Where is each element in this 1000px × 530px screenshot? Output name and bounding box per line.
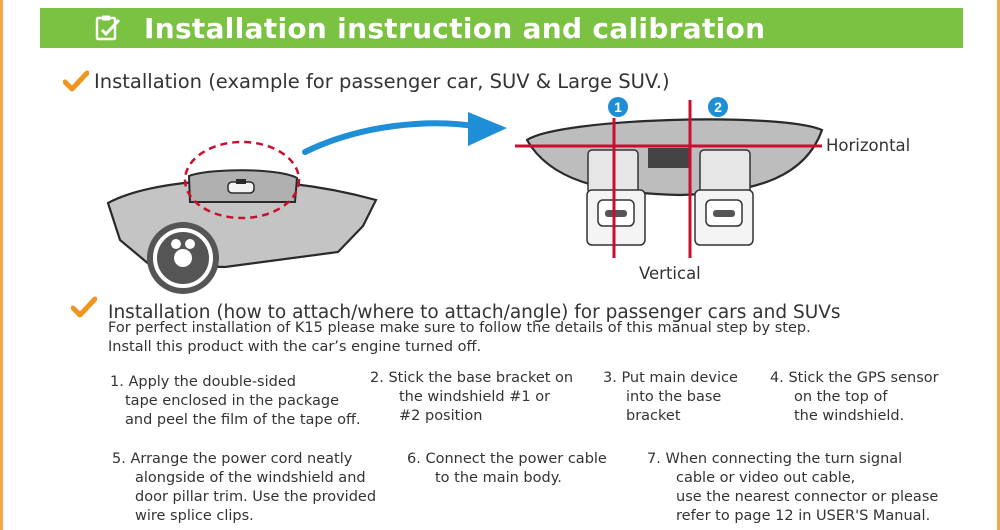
right-border xyxy=(997,0,1000,530)
marker-1-label: 1 xyxy=(614,99,622,115)
step-4-line-1: 4. Stick the GPS sensor xyxy=(770,370,939,386)
car-dashboard-illustration xyxy=(106,140,378,294)
horizontal-label: Horizontal xyxy=(826,136,911,155)
step-1: 1. Apply the double-sided tape enclosed … xyxy=(110,373,361,430)
step-1-line-1: 1. Apply the double-sided xyxy=(110,374,296,390)
header-banner: Installation instruction and calibration xyxy=(40,8,963,48)
installation-diagram: 1 2 xyxy=(106,97,824,294)
section-2-line-1: For perfect installation of K15 please m… xyxy=(108,320,811,336)
step-5: 5. Arrange the power cord neatly alongsi… xyxy=(112,450,376,526)
step-7-line-1: 7. When connecting the turn signal xyxy=(647,451,903,467)
step-1-line-3: and peel the film of the tape off. xyxy=(125,412,361,428)
step-2: 2. Stick the base bracket on the windshi… xyxy=(370,369,573,426)
windshield-closeup: 1 2 xyxy=(515,97,824,258)
step-3-line-3: bracket xyxy=(626,408,681,424)
checkmark-icon xyxy=(63,70,89,92)
section-1-title: Installation (example for passenger car,… xyxy=(94,70,670,93)
step-2-line-1: 2. Stick the base bracket on xyxy=(370,370,574,386)
step-3-line-1: 3. Put main device xyxy=(603,370,738,386)
step-4: 4. Stick the GPS sensor on the top of th… xyxy=(770,369,939,426)
marker-1-circle xyxy=(608,97,628,117)
step-4-line-3: the windshield. xyxy=(794,408,905,424)
section-2-line-2: Install this product with the car’s engi… xyxy=(108,339,482,355)
step-1-line-2: tape enclosed in the package xyxy=(125,393,340,409)
clipboard-check-icon xyxy=(95,15,121,41)
arrow-icon xyxy=(302,112,507,155)
step-2-line-2: the windshield #1 or xyxy=(399,389,551,405)
step-3: 3. Put main device into the base bracket xyxy=(603,369,738,426)
step-6: 6. Connect the power cable to the main b… xyxy=(407,450,607,488)
marker-2-label: 2 xyxy=(714,99,722,115)
step-5-line-1: 5. Arrange the power cord neatly xyxy=(112,451,353,467)
step-2-line-3: #2 position xyxy=(399,408,483,424)
step-5-line-4: wire splice clips. xyxy=(135,508,254,524)
step-5-line-2: alongside of the windshield and xyxy=(135,470,366,486)
step-5-line-3: door pillar trim. Use the provided xyxy=(135,489,377,505)
section-2-title: Installation (how to attach/where to att… xyxy=(108,302,841,323)
step-6-line-2: to the main body. xyxy=(435,470,562,486)
step-6-line-1: 6. Connect the power cable xyxy=(407,451,607,467)
step-7-line-2: cable or video out cable, xyxy=(676,470,856,486)
left-border xyxy=(0,0,3,530)
step-3-line-2: into the base xyxy=(626,389,722,405)
step-7-line-3: use the nearest connector or please xyxy=(676,489,939,505)
step-7: 7. When connecting the turn signal cable… xyxy=(647,450,938,526)
step-7-line-4: refer to page 12 in USER'S Manual. xyxy=(676,508,931,524)
step-4-line-2: on the top of xyxy=(794,389,888,405)
checkmark-icon xyxy=(71,296,97,318)
vertical-label: Vertical xyxy=(639,264,701,283)
page-title: Installation instruction and calibration xyxy=(144,12,766,45)
marker-2-circle xyxy=(708,97,728,117)
